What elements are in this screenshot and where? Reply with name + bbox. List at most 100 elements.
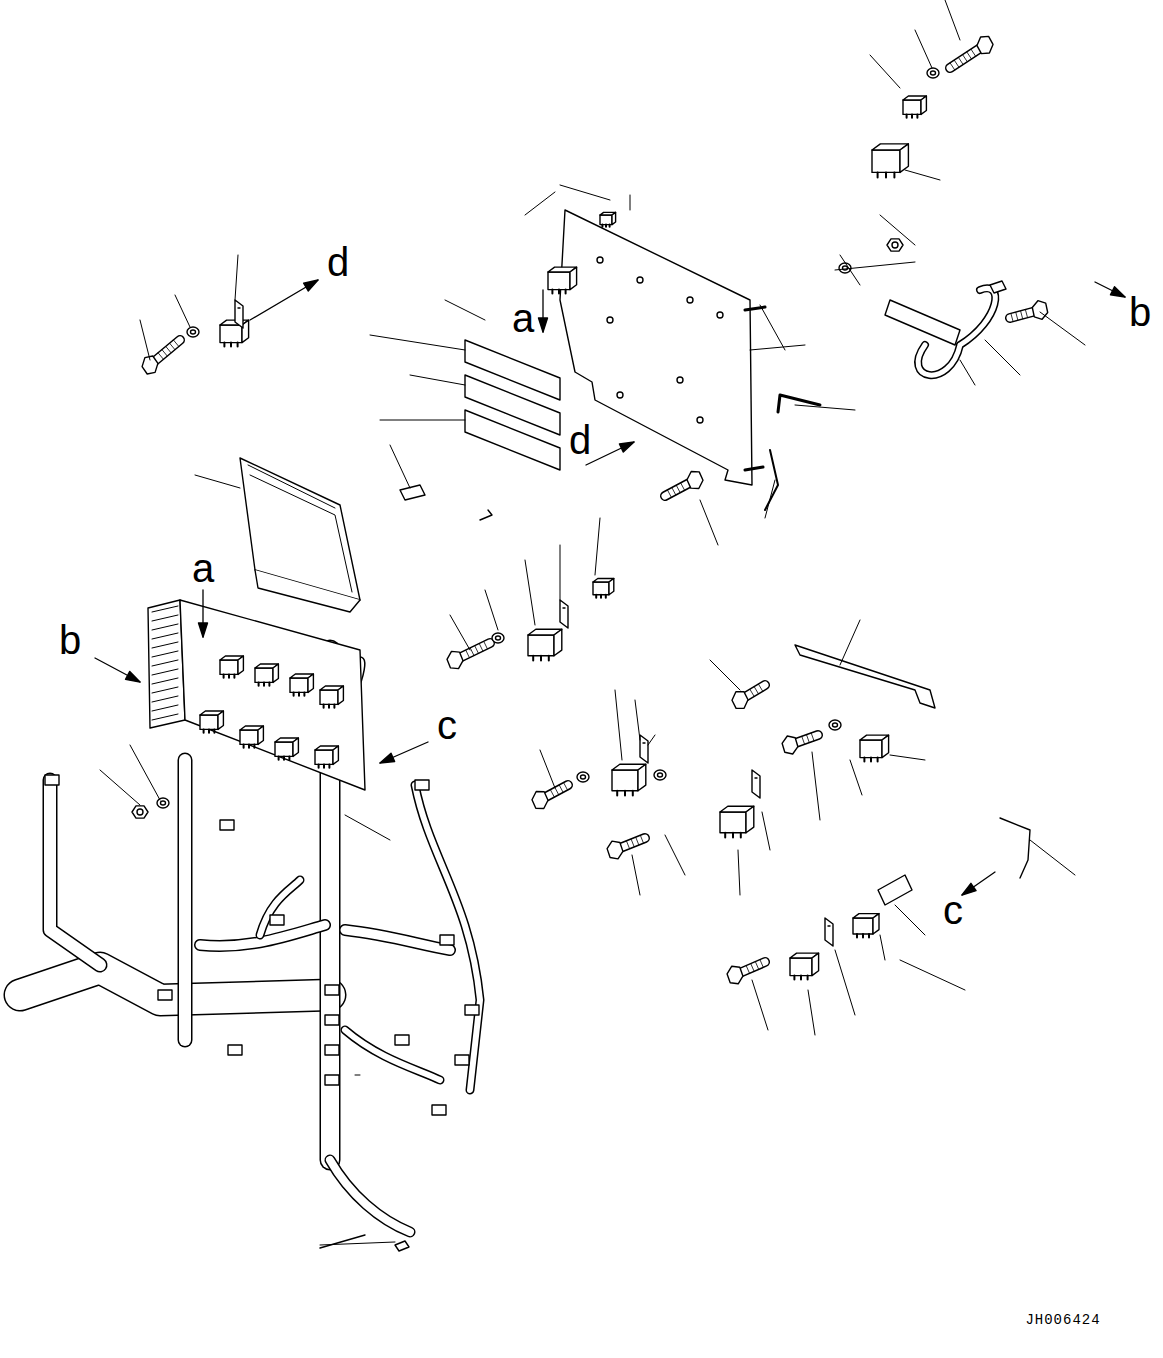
relay-pin [243,744,245,747]
relay-pin [609,225,611,227]
relay-side [882,735,889,757]
relay-side [570,267,577,289]
leader-line [1030,840,1075,875]
washer-hole [496,636,501,640]
bolt-head [727,966,743,984]
pin [778,395,820,412]
nut [887,239,903,251]
bolt-thread [636,837,639,844]
relay-pin [601,225,603,227]
reference-arrow-line [586,442,634,465]
bolt-thread [162,350,167,356]
relay-body [290,678,308,692]
connector [432,1105,446,1115]
relay-bracket [235,300,243,328]
relay-body [220,660,238,674]
bolt-thread [950,63,954,70]
harness-outline [415,785,480,1090]
leader-line [540,750,555,788]
relay-pin [863,758,865,762]
bolt-thread [479,644,482,651]
bolt-thread [559,785,563,792]
relay-side [812,953,819,975]
relay-pin [800,976,802,980]
relay-pin [230,343,232,347]
relay-pin [856,934,858,938]
bolt-thread [158,353,163,359]
leader-line [380,420,465,421]
relay-side [273,664,278,682]
relay-body [593,582,609,595]
relay-side [612,212,616,224]
relay-pin [807,976,809,980]
relay-side [900,144,908,173]
relay-pin [732,833,734,838]
reference-letter: b [1129,292,1151,332]
fuse-box-side [148,600,185,728]
relay-pin [885,172,887,177]
reference-arrow-head [304,280,318,291]
relay-body [275,742,293,756]
leader-line [560,185,610,200]
leader-line [915,30,932,68]
reference-arrow-head [539,318,548,332]
relay-side [238,656,243,674]
bolt-thread [1011,314,1013,322]
leader-line [710,660,740,690]
reference-letter: b [59,620,81,660]
relay-pin [616,791,618,796]
washer-hole [833,723,838,727]
fuse-row [152,660,178,666]
relay-bracket [560,600,568,628]
relay-pin [237,343,239,347]
bolt-thread [555,788,559,795]
reference-arrow-head [380,753,395,763]
leader-line [960,360,975,385]
leader-line [345,815,390,840]
fuse-row [152,687,178,693]
bolt-thread [1025,310,1027,318]
plate-hole [687,297,693,303]
leader-line [595,518,600,575]
relay-bracket [640,735,648,763]
harness-fill [918,288,995,375]
reference-arrow-head [619,442,634,452]
controller-connector [255,570,360,612]
harness-outline [20,968,330,1000]
harness-fill [415,785,480,1090]
relay-pin [870,758,872,762]
bolt-thread [755,962,758,969]
relay-pin [724,833,726,838]
clip [765,450,778,510]
fuse-row [152,714,178,720]
fuse-row [152,633,178,639]
relay-pin [916,114,918,117]
bolt-thread [754,687,758,694]
washer-hole [191,330,196,334]
leader-line [525,192,555,215]
leader-line [630,195,631,210]
relay-body [255,668,273,682]
relay-pin [558,290,560,294]
washer [157,798,169,808]
fuse-row [152,642,178,648]
reference-letter: a [512,298,534,338]
relay-pin [911,114,913,117]
relay-pin [600,595,602,598]
leader-line [738,850,740,895]
fuse-row [152,615,178,621]
bolt-thread [484,642,487,649]
washer [829,720,841,730]
leader-line [812,752,820,820]
leader-line [808,990,815,1035]
relay-pin [328,704,330,707]
relay-pin [203,729,205,732]
fuse-row [152,606,178,612]
connector [415,780,429,790]
leader-line [700,500,718,545]
relay-pin [323,704,325,707]
plate-hole [607,317,613,323]
leader-line [100,770,140,805]
relay-pin [303,692,305,695]
bolt-thread [759,684,763,691]
